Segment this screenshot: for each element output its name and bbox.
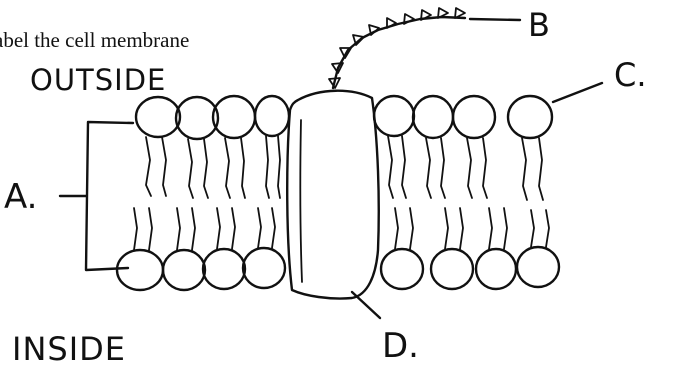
label-b: B	[528, 6, 550, 44]
phospholipid-head	[431, 249, 473, 289]
label-c: C.	[614, 56, 647, 94]
protein-detail-line	[300, 120, 302, 282]
phospholipid-heads-top	[136, 96, 552, 139]
fatty-acid-tails-top	[146, 136, 543, 200]
inside-label: INSIDE	[12, 330, 126, 368]
phospholipid-head	[203, 249, 245, 289]
label-c-pointer	[553, 83, 602, 102]
fatty-acid-tails-bottom	[134, 208, 549, 250]
carbohydrate-chain	[329, 8, 465, 88]
phospholipid-head	[117, 250, 163, 290]
phospholipid-head	[163, 250, 205, 290]
phospholipid-head	[508, 96, 552, 138]
phospholipid-head	[255, 96, 289, 136]
outside-label: OUTSIDE	[30, 63, 166, 97]
phospholipid-head	[517, 247, 559, 287]
label-d: D.	[382, 326, 419, 366]
phospholipid-head	[213, 96, 255, 138]
phospholipid-head	[243, 248, 285, 288]
phospholipid-head	[136, 97, 180, 137]
phospholipid-head	[176, 97, 218, 139]
phospholipid-head	[381, 249, 423, 289]
phospholipid-head	[374, 96, 414, 136]
phospholipid-head	[453, 96, 495, 138]
phospholipid-head	[413, 96, 453, 138]
bilayer-bracket	[86, 122, 133, 270]
label-b-pointer	[470, 19, 520, 20]
phospholipid-heads-bottom	[117, 247, 559, 290]
label-a: A.	[4, 177, 37, 217]
phospholipid-head	[476, 249, 516, 289]
